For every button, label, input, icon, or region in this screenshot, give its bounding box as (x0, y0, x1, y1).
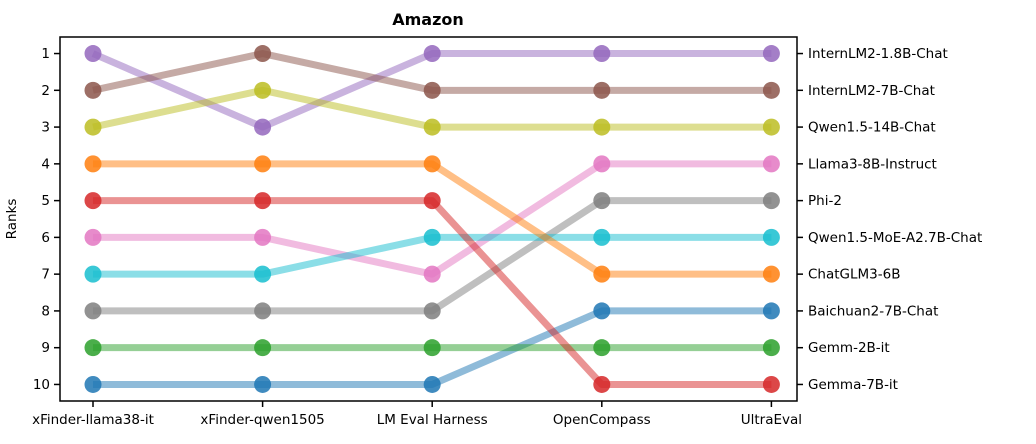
series-marker-InternLM2-7B-Chat (254, 45, 272, 63)
series-marker-Qwen1.5-MoE-A2.7B-Chat (593, 228, 611, 246)
series-line-Gemma-7B-it (93, 197, 772, 388)
series-marker-InternLM2-1.8B-Chat (593, 45, 611, 63)
series-line-Phi-2 (93, 197, 772, 315)
y-tick-label: 1 (41, 46, 50, 62)
series-marker-InternLM2-1.8B-Chat (423, 45, 441, 63)
series-marker-InternLM2-7B-Chat (593, 81, 611, 99)
series-marker-Qwen1.5-MoE-A2.7B-Chat (254, 265, 272, 283)
series-marker-InternLM2-1.8B-Chat (762, 45, 780, 63)
series-marker-Qwen1.5-14B-Chat (84, 118, 102, 136)
y-tick-label: 10 (33, 377, 50, 393)
model-label: InternLM2-7B-Chat (808, 83, 935, 99)
series-marker-Qwen1.5-14B-Chat (762, 118, 780, 136)
series-marker-Baichuan2-7B-Chat (762, 302, 780, 320)
y-tick-label: 5 (41, 193, 50, 209)
y-axis-label: Ranks (4, 199, 20, 240)
series-marker-Phi-2 (84, 302, 102, 320)
series-marker-Gemm-2B-it (762, 339, 780, 357)
series-marker-Gemm-2B-it (423, 339, 441, 357)
series-marker-Llama3-8B-Instruct (423, 265, 441, 283)
series-marker-Phi-2 (423, 302, 441, 320)
model-label: Gemm-2B-it (808, 340, 890, 356)
x-tick-label: OpenCompass (553, 412, 651, 428)
x-tick-label: UltraEval (741, 412, 802, 428)
series-marker-InternLM2-7B-Chat (762, 81, 780, 99)
model-label: Gemma-7B-it (808, 377, 898, 393)
series-marker-Gemm-2B-it (254, 339, 272, 357)
series-line-Llama3-8B-Instruct (93, 160, 772, 278)
x-tick-label: LM Eval Harness (377, 412, 488, 428)
series-marker-Llama3-8B-Instruct (84, 228, 102, 246)
series-marker-Llama3-8B-Instruct (254, 228, 272, 246)
series-marker-Gemma-7B-it (593, 375, 611, 393)
series-marker-Phi-2 (593, 192, 611, 210)
series-marker-ChatGLM3-6B (762, 265, 780, 283)
y-tick-label: 6 (41, 230, 50, 246)
series-marker-InternLM2-1.8B-Chat (254, 118, 272, 136)
series-marker-Gemma-7B-it (762, 375, 780, 393)
y-tick-label: 3 (41, 120, 50, 136)
series-marker-Llama3-8B-Instruct (762, 155, 780, 173)
plot-area: 1 2 3 4 5 6 7 8 9 10 xFinder-llama38-it xFinder-qwe… (32, 36, 982, 428)
series-marker-InternLM2-7B-Chat (423, 81, 441, 99)
y-tick-label: 2 (41, 83, 50, 99)
chart-title: Amazon (392, 10, 464, 29)
series-marker-Baichuan2-7B-Chat (254, 375, 272, 393)
y-tick-label: 7 (41, 267, 50, 283)
series-marker-Qwen1.5-MoE-A2.7B-Chat (84, 265, 102, 283)
series-marker-Baichuan2-7B-Chat (593, 302, 611, 320)
series-marker-Gemma-7B-it (254, 192, 272, 210)
model-label: Phi-2 (808, 193, 842, 209)
model-label: Llama3-8B-Instruct (808, 156, 937, 172)
series-marker-Qwen1.5-14B-Chat (593, 118, 611, 136)
series-line-ChatGLM3-6B (93, 160, 772, 278)
series-marker-ChatGLM3-6B (84, 155, 102, 173)
x-tick-label: xFinder-llama38-it (32, 412, 154, 428)
series-marker-Baichuan2-7B-Chat (84, 375, 102, 393)
model-label: Qwen1.5-14B-Chat (808, 120, 936, 136)
series-marker-Qwen1.5-MoE-A2.7B-Chat (762, 228, 780, 246)
series-marker-Baichuan2-7B-Chat (423, 375, 441, 393)
model-label: InternLM2-1.8B-Chat (808, 46, 948, 62)
y-tick-label: 9 (41, 340, 50, 356)
series-marker-ChatGLM3-6B (423, 155, 441, 173)
series-marker-Llama3-8B-Instruct (593, 155, 611, 173)
model-label: Baichuan2-7B-Chat (808, 303, 938, 319)
series-marker-Gemm-2B-it (593, 339, 611, 357)
series-marker-InternLM2-7B-Chat (84, 81, 102, 99)
series-marker-Qwen1.5-14B-Chat (254, 81, 272, 99)
model-label: ChatGLM3-6B (808, 267, 901, 283)
series-marker-Gemm-2B-it (84, 339, 102, 357)
series-marker-Phi-2 (762, 192, 780, 210)
series-marker-ChatGLM3-6B (254, 155, 272, 173)
axes-border (59, 36, 798, 402)
series-marker-Qwen1.5-14B-Chat (423, 118, 441, 136)
series-marker-Gemma-7B-it (423, 192, 441, 210)
series-marker-InternLM2-1.8B-Chat (84, 45, 102, 63)
series-marker-Gemma-7B-it (84, 192, 102, 210)
series-marker-ChatGLM3-6B (593, 265, 611, 283)
model-label: Qwen1.5-MoE-A2.7B-Chat (808, 230, 982, 246)
series-marker-Qwen1.5-MoE-A2.7B-Chat (423, 228, 441, 246)
y-tick-label: 8 (41, 303, 50, 319)
x-tick-label: xFinder-qwen1505 (200, 412, 324, 428)
y-tick-label: 4 (41, 156, 50, 172)
series-marker-Phi-2 (254, 302, 272, 320)
